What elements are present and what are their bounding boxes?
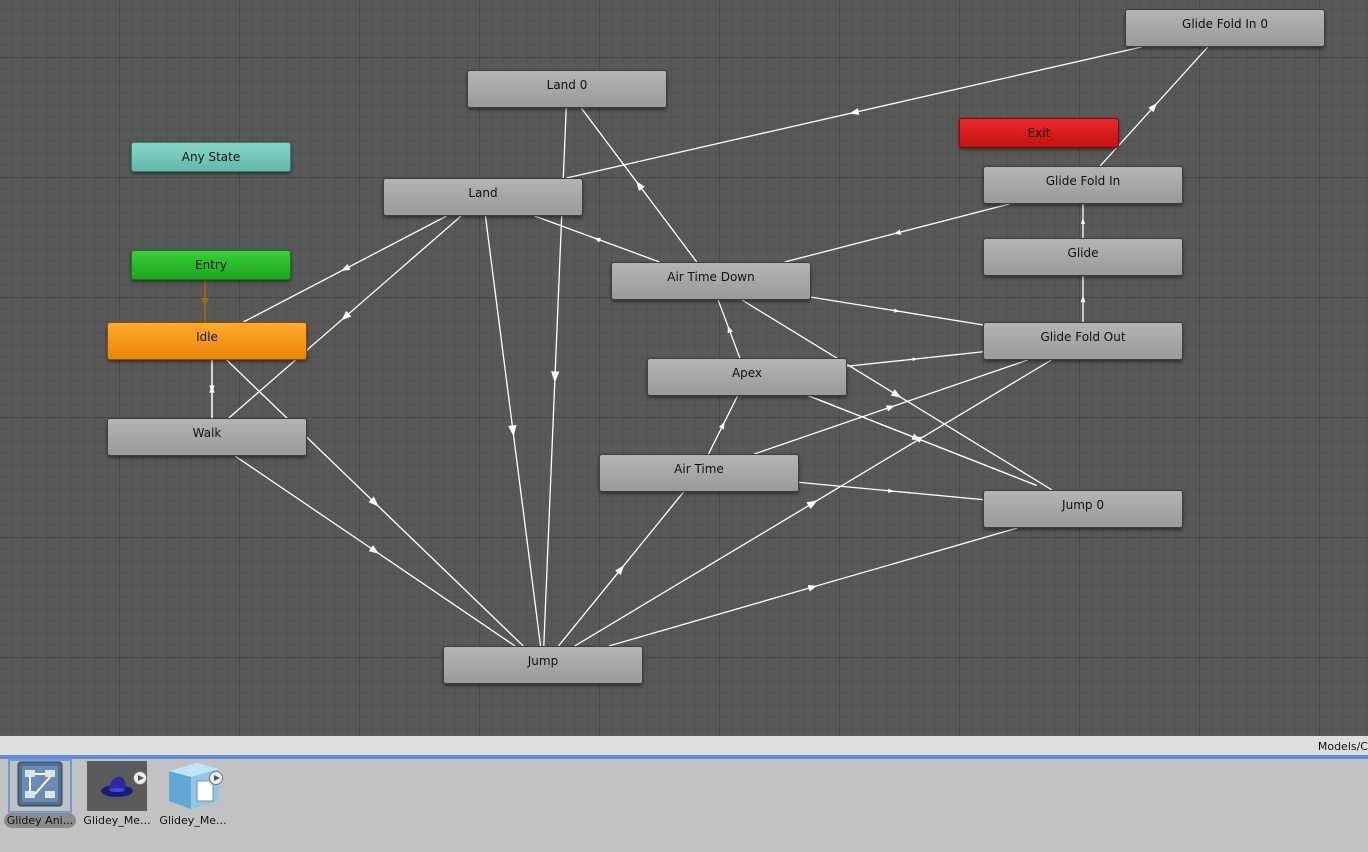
state-walk[interactable]: Walk: [107, 418, 307, 456]
transition-arrow-icon: [807, 584, 818, 592]
prefab-cube-icon: [169, 763, 219, 809]
transition-arrow-icon: [912, 357, 918, 362]
hat-mesh-icon: [87, 761, 147, 811]
asset-item-hat-mesh[interactable]: Glidey_Me...: [79, 759, 155, 831]
transition-arrow-icon: [209, 385, 215, 393]
transition-arrow-icon: [1080, 218, 1086, 224]
state-glide-fold-out[interactable]: Glide Fold Out: [983, 322, 1183, 360]
state-air-time-down[interactable]: Air Time Down: [611, 262, 811, 300]
transition-arrow-icon: [368, 545, 380, 554]
state-air-time[interactable]: Air Time: [599, 454, 799, 492]
asset-label: Glidey_Me...: [159, 814, 227, 827]
animator-graph-canvas[interactable]: Glide Fold In 0 Land 0 Any State Exit La…: [0, 0, 1368, 736]
transition-arrow-icon: [718, 421, 725, 430]
transition-arrow-icon: [593, 237, 601, 243]
asset-label: Glidey_Me...: [83, 814, 151, 827]
state-jump-0[interactable]: Jump 0: [983, 490, 1183, 528]
state-exit[interactable]: Exit: [959, 118, 1119, 148]
transition-arrow-icon: [368, 496, 379, 507]
state-land-0[interactable]: Land 0: [467, 70, 667, 108]
state-entry[interactable]: Entry: [131, 250, 291, 280]
asset-item-animator-controller[interactable]: Glidey Ani...: [2, 759, 78, 831]
transition-arrow-icon: [893, 229, 902, 235]
transition-arrow-icon: [201, 298, 209, 306]
transition-arrow-icon: [1148, 103, 1158, 113]
animator-controller-icon: [8, 759, 72, 813]
transition-arrow-icon: [341, 310, 352, 321]
asset-strip: Glidey Ani... Glidey_Me... Glidey_Me...: [0, 759, 1368, 852]
transition-arrow-icon: [890, 389, 902, 398]
state-jump[interactable]: Jump: [443, 646, 643, 684]
play-preview-button[interactable]: [209, 771, 223, 785]
transition-arrow-icon: [508, 425, 517, 437]
state-land[interactable]: Land: [383, 178, 583, 216]
state-any-state[interactable]: Any State: [131, 142, 291, 172]
transition-edges-layer: [201, 46, 1209, 647]
transition-arrow-icon: [341, 264, 351, 272]
asset-label: Glidey Ani...: [4, 813, 76, 828]
transition-arrow-icon: [849, 108, 860, 115]
transition-arrow-icon: [806, 500, 818, 510]
transition-arrow-icon: [615, 565, 625, 576]
transition-arrow-icon: [887, 488, 894, 493]
asset-path-text: Models/C: [1317, 740, 1368, 753]
transition-arrow-icon: [885, 405, 896, 412]
state-apex[interactable]: Apex: [647, 358, 847, 396]
state-glide[interactable]: Glide: [983, 238, 1183, 276]
state-glide-fold-in[interactable]: Glide Fold In: [983, 166, 1183, 204]
transition-arrow-icon: [636, 181, 645, 192]
transition-arrow-icon: [893, 308, 900, 313]
transition-arrow-icon: [1080, 295, 1086, 303]
asset-item-prefab[interactable]: Glidey_Me...: [155, 759, 231, 831]
transition-arrow-icon: [551, 371, 560, 383]
play-preview-button[interactable]: [133, 771, 147, 785]
transition-arrow-icon: [727, 325, 733, 334]
breadcrumb-path-bar: Models/C: [0, 736, 1368, 759]
state-glide-fold-in-0[interactable]: Glide Fold In 0: [1125, 9, 1325, 47]
state-idle[interactable]: Idle: [107, 322, 307, 360]
